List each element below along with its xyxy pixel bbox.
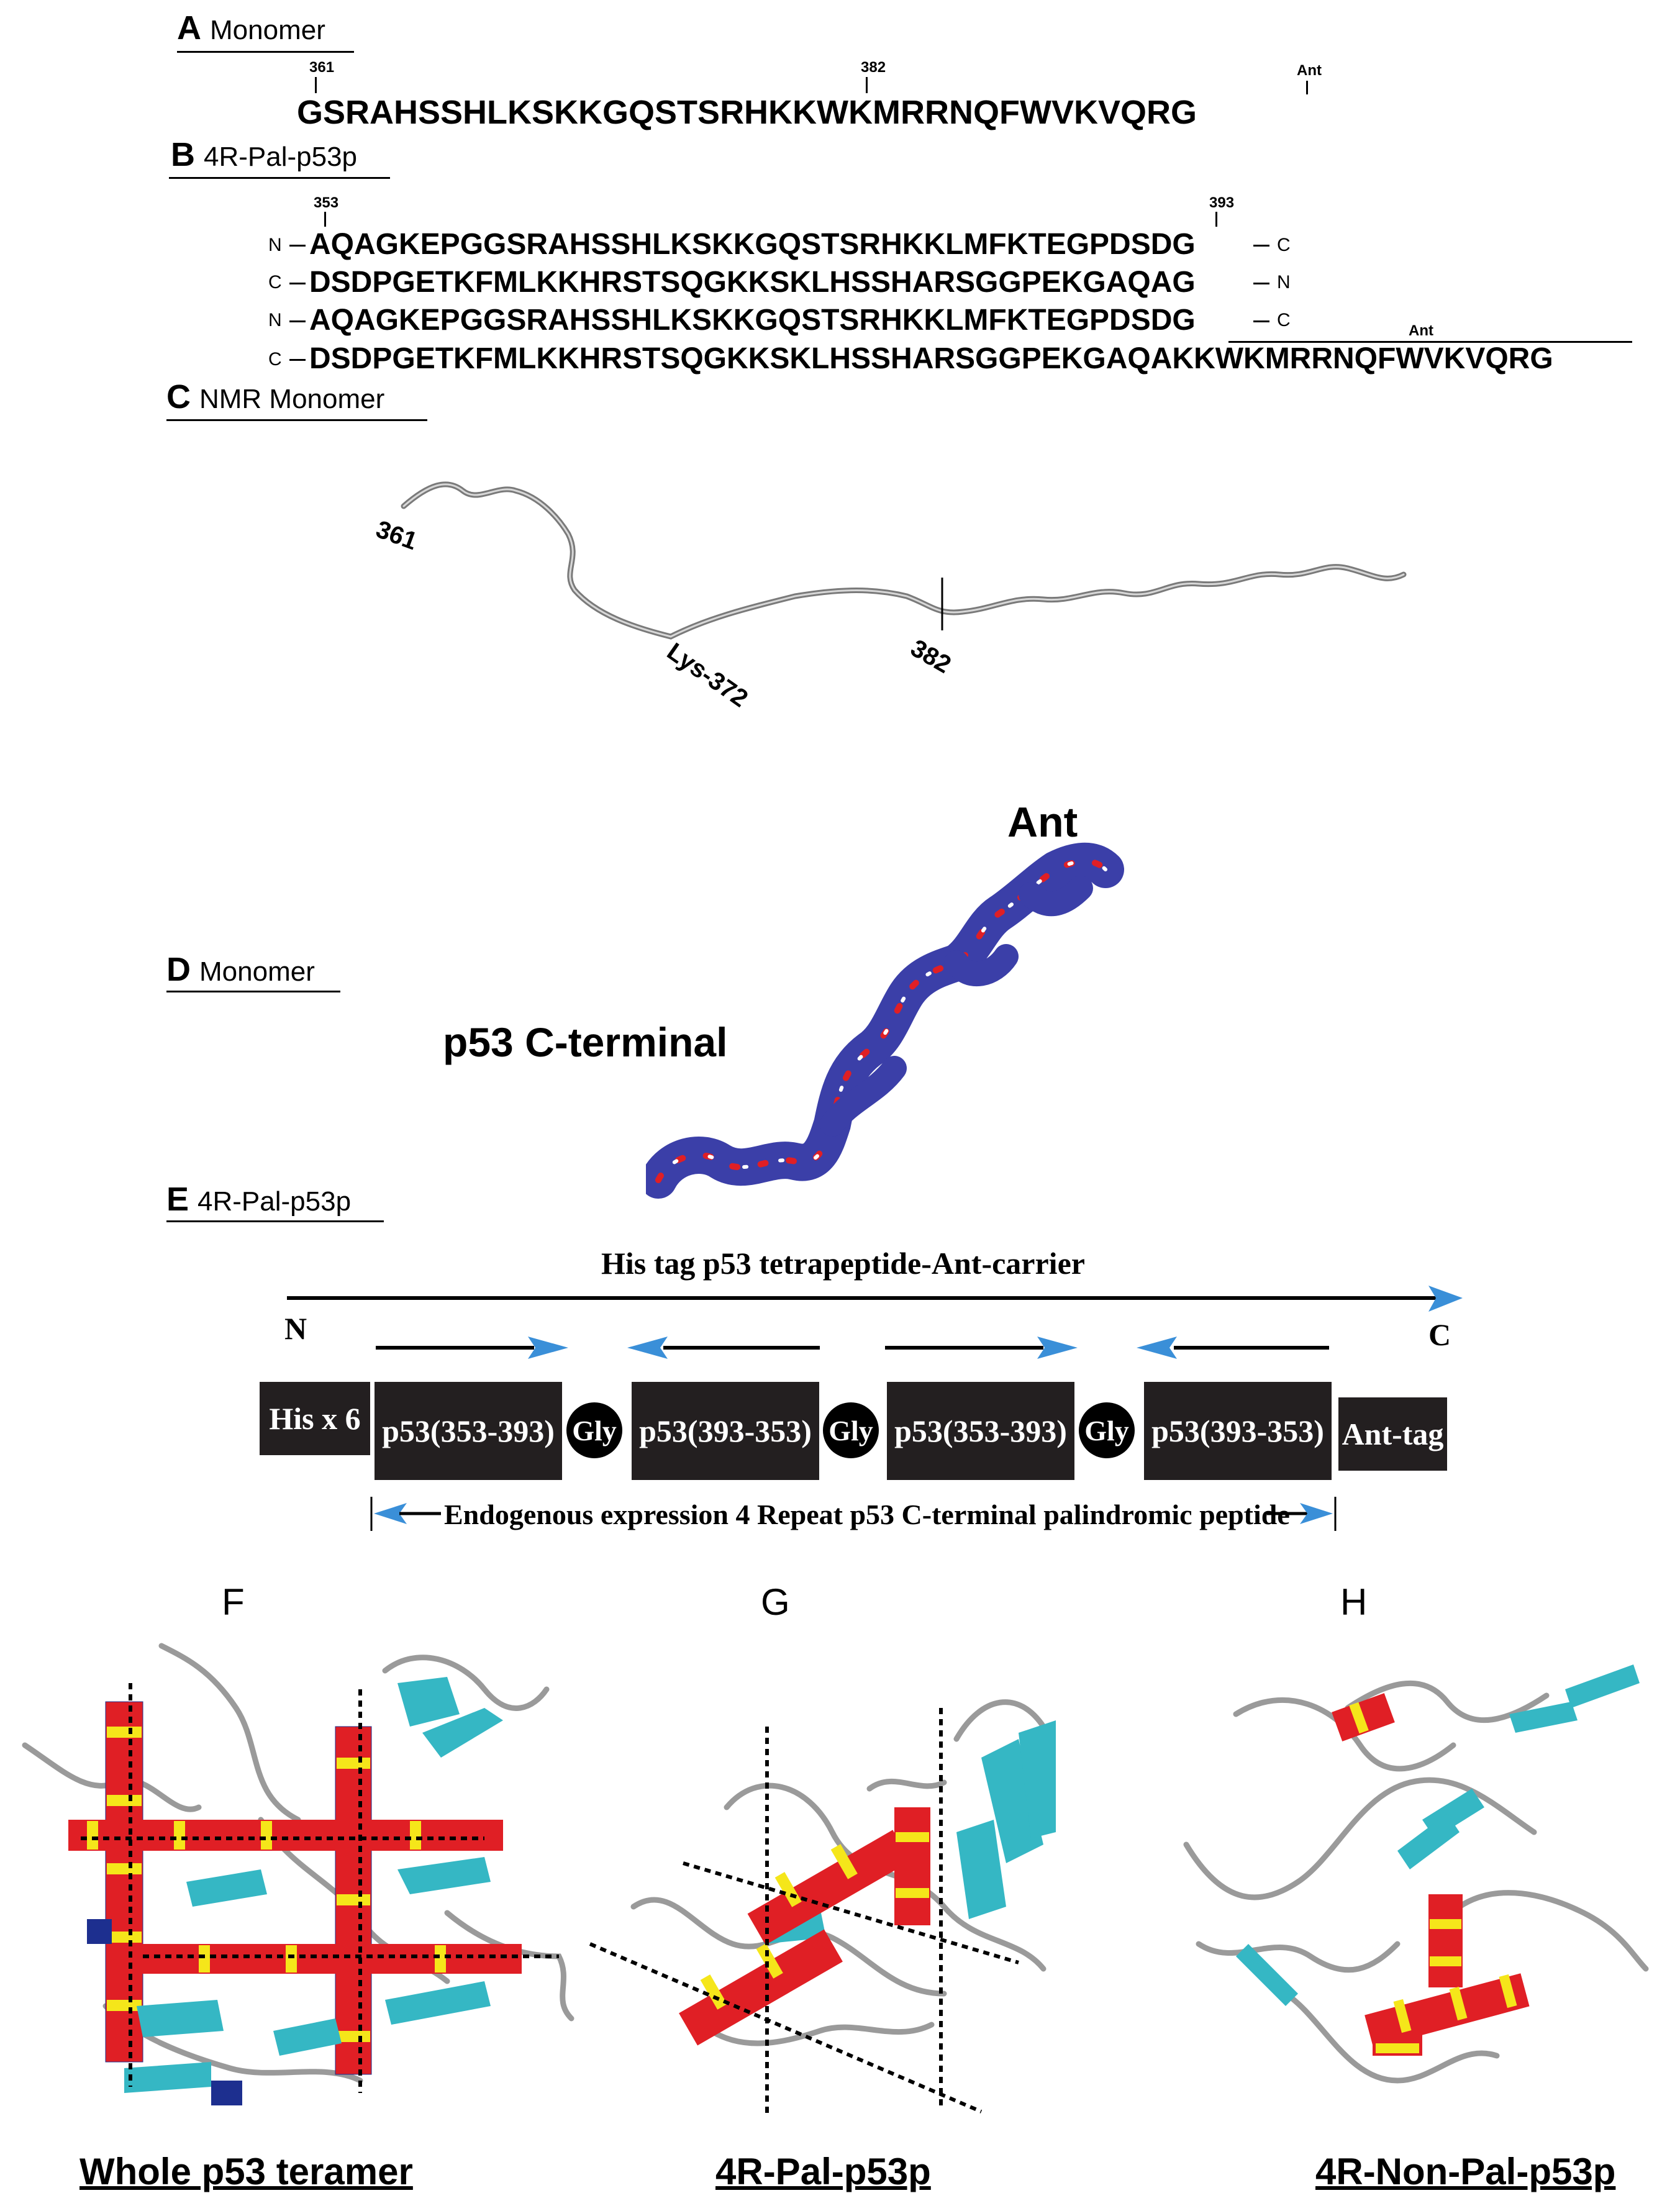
panel-g-letter: G — [761, 1581, 790, 1623]
row2-sequence: DSDPGETKFMLKKHRSTSQGKKSKLHSSHARSGGPEKGAQ… — [309, 266, 1196, 299]
panel-f-letter: F — [222, 1581, 245, 1623]
row1-right-terminus: C — [1277, 235, 1291, 255]
row1-left-terminus: N — [268, 235, 282, 255]
tick-353: 353 — [314, 194, 339, 211]
n-terminus-label: N — [284, 1311, 307, 1346]
construct-arrows — [287, 1286, 1463, 1531]
panel-a-letter: A — [177, 9, 201, 47]
whole-p53-tetramer-structure — [22, 1643, 574, 2105]
p53-393-353-box-1: p53(393-353) — [632, 1382, 819, 1480]
panel-d-letter: D — [166, 951, 191, 988]
panel-b-letter: B — [171, 136, 195, 173]
tick-353-line — [324, 212, 326, 227]
gly-linker-3: Gly — [1079, 1402, 1135, 1458]
tick-ant-a: Ant — [1297, 62, 1322, 79]
panel-b-underline — [169, 177, 390, 179]
surface-model-monomer — [646, 842, 1124, 1199]
row3-left-terminus: N — [268, 310, 282, 330]
tick-393-line — [1215, 212, 1217, 227]
4r-non-pal-p53p-structure — [1183, 1664, 1649, 2084]
panel-d-underline — [166, 991, 340, 992]
panel-d-label: D Monomer — [166, 950, 315, 989]
gly-linker-1: Gly — [566, 1402, 622, 1458]
panel-c-underline — [166, 419, 427, 421]
ant-overline — [1228, 341, 1632, 343]
panel-c-label: C NMR Monomer — [166, 378, 384, 416]
tick-361-line — [315, 77, 317, 93]
row1-sequence: AQAGKEPGGSRAHSSHLKSKKGQSTSRHKKLMFKTEGPDS… — [309, 228, 1196, 261]
ant-tag-box: Ant-tag — [1338, 1397, 1447, 1471]
row2-right-dash — [1253, 283, 1269, 284]
panel-e-letter: E — [166, 1181, 189, 1218]
nmr-backbone-trace — [401, 481, 1407, 640]
panel-e-label: E 4R-Pal-p53p — [166, 1180, 351, 1219]
his-tag-box: His x 6 — [260, 1382, 370, 1455]
p53-353-393-box-1: p53(353-393) — [375, 1382, 562, 1480]
gly-linker-2: Gly — [823, 1402, 879, 1458]
panel-a-label: A Monomer — [177, 9, 325, 47]
row2-left-dash — [289, 283, 306, 284]
p53-393-353-box-2: p53(393-353) — [1144, 1382, 1332, 1480]
tick-ant-a-line — [1306, 81, 1308, 94]
row2-right-terminus: N — [1277, 272, 1291, 293]
panel-a-title: Monomer — [210, 15, 325, 45]
tick-382-line — [866, 77, 868, 93]
row3-sequence: AQAGKEPGGSRAHSSHLKSKKGQSTSRHKKLMFKTEGPDS… — [309, 304, 1196, 337]
4r-pal-p53p-structure — [589, 1699, 1056, 2118]
construct-bottom-label: Endogenous expression 4 Repeat p53 C-ter… — [444, 1499, 1290, 1530]
c-terminus-label: C — [1428, 1317, 1451, 1352]
tick-361: 361 — [309, 59, 335, 76]
row2-left-terminus: C — [268, 272, 282, 293]
panel-h-letter: H — [1340, 1581, 1368, 1623]
panel-c-letter: C — [166, 378, 191, 415]
row4-left-terminus: C — [268, 349, 282, 370]
row3-right-dash — [1253, 320, 1269, 322]
caption-whole-p53-tetramer: Whole p53 teramer — [79, 2151, 413, 2192]
tick-393: 393 — [1209, 194, 1235, 211]
panel-b-title: 4R-Pal-p53p — [204, 142, 358, 172]
monomer-sequence: GSRAHSSHLKSKKGQSTSRHKKWKMRRNQFWVKVQRG — [297, 94, 1197, 131]
row4-left-dash — [289, 359, 306, 361]
caption-4r-non-pal-p53p: 4R-Non-Pal-p53p — [1315, 2151, 1616, 2192]
construct-title: His tag p53 tetrapeptide-Ant-carrier — [601, 1246, 1085, 1281]
surface-label-ant: Ant — [1007, 799, 1078, 846]
row1-left-dash — [289, 245, 306, 247]
panel-d-title: Monomer — [199, 956, 315, 987]
panel-b-label: B 4R-Pal-p53p — [171, 135, 357, 174]
panel-e-title: 4R-Pal-p53p — [198, 1186, 352, 1217]
panel-a-underline — [177, 51, 354, 53]
row3-left-dash — [289, 320, 306, 322]
surface-label-cterm: p53 C-terminal — [443, 1019, 728, 1065]
p53-353-393-box-2: p53(353-393) — [887, 1382, 1074, 1480]
row4-sequence: DSDPGETKFMLKKHRSTSQGKKSKLHSSHARSGGPEKGAQ… — [309, 342, 1553, 375]
panel-c-title: NMR Monomer — [199, 384, 385, 414]
caption-4r-pal-p53p: 4R-Pal-p53p — [715, 2151, 931, 2192]
row1-right-dash — [1253, 245, 1269, 247]
tick-382: 382 — [861, 59, 886, 76]
row3-right-terminus: C — [1277, 310, 1291, 330]
tick-ant-b: Ant — [1409, 322, 1433, 339]
panel-e-underline — [166, 1220, 384, 1222]
